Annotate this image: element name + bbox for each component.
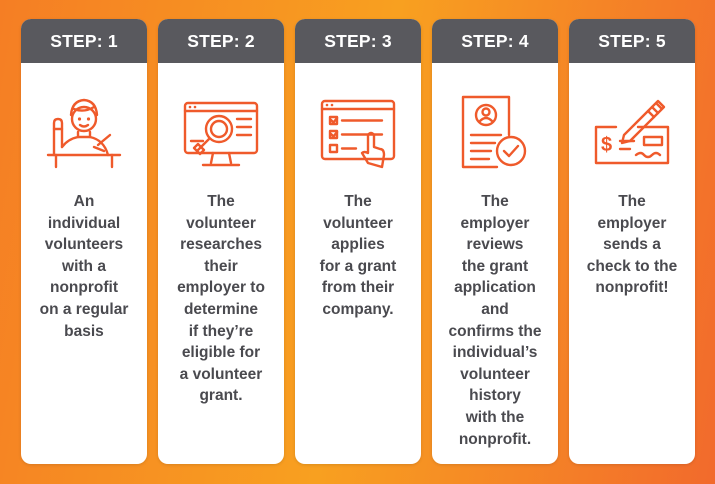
step-label: STEP: 4: [432, 19, 558, 63]
step-label: STEP: 5: [569, 19, 695, 63]
application-review-icon: [449, 85, 541, 181]
step-card-1: STEP: 1: [21, 19, 147, 464]
step-description: The volunteer researches their employer …: [177, 193, 265, 405]
step-description: An individual volunteers with a nonprofi…: [39, 193, 129, 340]
step-label: STEP: 2: [158, 19, 284, 63]
research-magnifier-icon: [175, 85, 267, 181]
step-card-4: STEP: 4 The employer reviews the grant a…: [432, 19, 558, 464]
application-form-icon: [312, 85, 404, 181]
svg-text:$: $: [601, 134, 612, 156]
step-description: The employer reviews the grant applicati…: [448, 193, 542, 448]
step-card-2: STEP: 2 The volunteer researches their e…: [158, 19, 284, 464]
step-label: STEP: 3: [295, 19, 421, 63]
volunteer-waving-icon: [38, 85, 130, 181]
step-description: The employer sends a check to the nonpro…: [586, 193, 678, 297]
check-signing-icon: $: [586, 85, 678, 181]
step-card-5: STEP: 5 $ The employer sends a check to …: [569, 19, 695, 464]
step-description: The volunteer applies for a grant from t…: [319, 193, 397, 318]
step-label: STEP: 1: [21, 19, 147, 63]
step-card-3: STEP: 3 The volunteer applies for a g: [295, 19, 421, 464]
